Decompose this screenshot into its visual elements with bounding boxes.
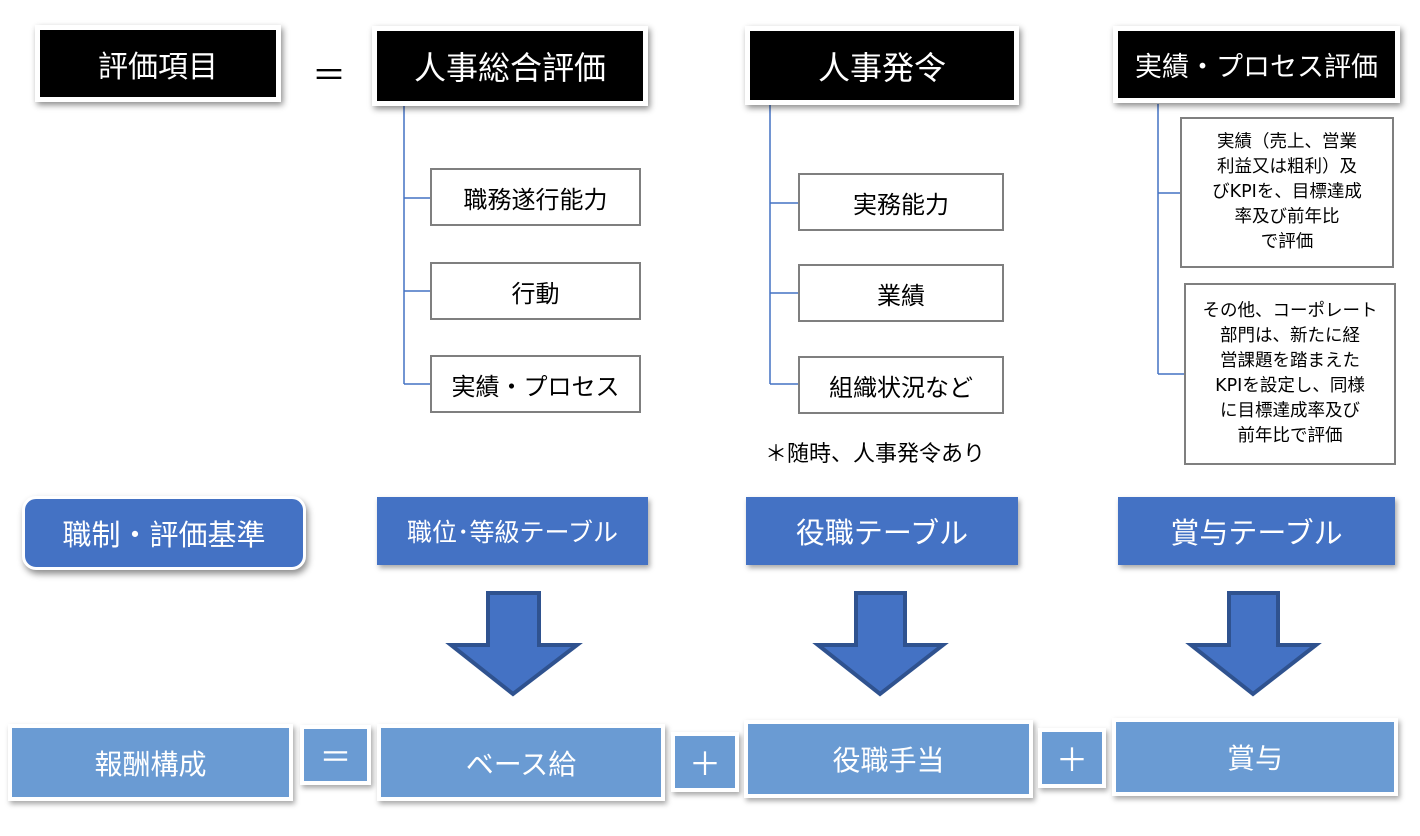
compensation-label: 報酬構成	[8, 724, 293, 801]
column-title-hr-overall: 人事総合評価	[372, 26, 648, 106]
position-allowance: 役職手当	[744, 720, 1033, 798]
equals-sign-header: ＝	[312, 56, 346, 96]
item-practical-ability: 実務能力	[798, 173, 1004, 231]
down-arrow-icon	[812, 591, 949, 697]
item-results-process: 実績・プロセス	[430, 355, 641, 413]
item-behavior: 行動	[430, 262, 641, 320]
plus-sign-2: ＋	[1038, 728, 1106, 788]
evaluation-items-label: 評価項目	[35, 25, 281, 102]
item-business-results: 業績	[798, 264, 1004, 322]
note-results-kpi: 実績（売上、営業 利益又は粗利）及 びKPIを、目標達成 率及び前年比 で評価	[1180, 117, 1394, 268]
bonus: 賞与	[1112, 718, 1398, 796]
down-arrow-icon	[445, 591, 583, 697]
column-title-performance-eval: 実績・プロセス評価	[1113, 26, 1400, 103]
table-position-grade: 職位･等級テーブル	[377, 497, 648, 565]
item-job-ability: 職務遂行能力	[430, 168, 641, 226]
item-organization-status: 組織状況など	[798, 356, 1004, 414]
down-arrow-icon	[1185, 591, 1322, 697]
base-salary: ベース給	[377, 724, 665, 801]
table-bonus: 賞与テーブル	[1118, 497, 1395, 565]
criteria-label: 職制・評価基準	[22, 496, 306, 570]
equals-sign-compensation: ＝	[300, 725, 371, 785]
appointment-footnote: ＊随時、人事発令あり	[765, 442, 986, 467]
column-title-hr-appointment: 人事発令	[745, 26, 1019, 105]
note-corporate-kpi: その他、コーポレート 部門は、新たに経 営課題を踏まえた KPIを設定し、同様 …	[1184, 283, 1396, 465]
table-position-title: 役職テーブル	[746, 497, 1018, 565]
plus-sign-1: ＋	[671, 732, 739, 792]
